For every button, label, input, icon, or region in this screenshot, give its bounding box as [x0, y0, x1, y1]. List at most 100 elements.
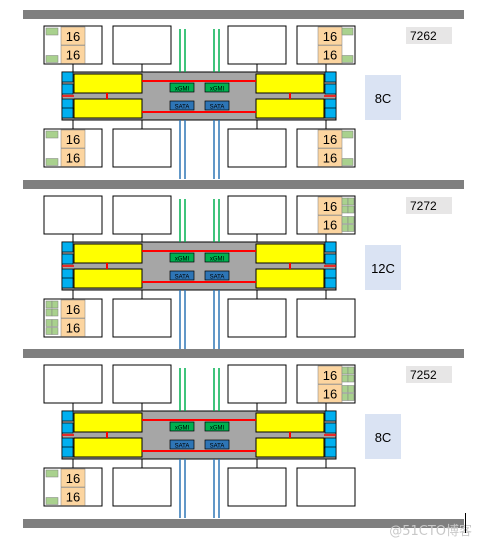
core-cell: [347, 224, 355, 232]
model-label-box: [406, 27, 452, 44]
cpu-quadrant: [255, 73, 325, 94]
sata-label: SATA: [210, 105, 225, 111]
cpu-quadrant: [255, 412, 325, 433]
core-cell: [341, 158, 354, 166]
io-port: [61, 410, 74, 422]
ccd-tile: [60, 468, 86, 488]
ccd-tile: [317, 148, 343, 167]
cpu-quadrant: [73, 243, 143, 264]
io-port: [61, 107, 74, 119]
memory-block: [43, 364, 103, 404]
memory-slot-box: [227, 364, 287, 404]
io-port: [61, 277, 74, 289]
ccd-label: 16: [66, 302, 80, 317]
model-label: 7252: [410, 368, 437, 382]
memory-block: [296, 467, 356, 507]
ccd-label: 16: [66, 490, 80, 505]
io-port: [61, 422, 74, 434]
core-cell: [51, 319, 59, 327]
ccd-label: 16: [323, 29, 337, 44]
core-cell: [347, 366, 355, 375]
memory-slot-box: [227, 195, 287, 235]
model-label-box: [406, 197, 452, 214]
ccd-label: 16: [323, 387, 337, 402]
io-port: [324, 107, 337, 119]
xgmi-port: [169, 252, 195, 263]
core-cell: [51, 308, 59, 317]
core-cell: [347, 374, 355, 383]
cpu-quadrant: [73, 412, 143, 433]
sata-port: [204, 100, 230, 111]
sata-label: SATA: [175, 105, 190, 111]
io-port: [324, 268, 337, 280]
separator-bar: [23, 180, 464, 189]
core-cell: [347, 385, 355, 393]
ccd-tile: [60, 487, 86, 506]
memory-slot-box: [112, 298, 172, 338]
core-cell: [341, 197, 349, 206]
io-port: [61, 98, 74, 110]
core-cell: [341, 205, 349, 214]
io-port: [324, 410, 337, 422]
io-port: [61, 253, 74, 265]
core-count-box: [365, 414, 401, 459]
core-cell: [341, 366, 349, 375]
memory-slot-box: [112, 25, 172, 65]
ccd-label: 16: [323, 151, 337, 166]
io-port: [61, 241, 74, 253]
cpu-quadrant: [255, 437, 325, 458]
memory-slot-box: [43, 195, 103, 235]
ccd-label: 16: [323, 132, 337, 147]
ccd-label: 16: [66, 471, 80, 486]
core-cell: [51, 300, 59, 309]
memory-slot-box: [112, 467, 172, 507]
sata-port: [204, 270, 230, 281]
core-cell: [341, 374, 349, 383]
core-cell: [45, 327, 53, 335]
io-port: [61, 268, 74, 280]
io-port: [61, 83, 74, 95]
ccd-label: 16: [323, 48, 337, 63]
memory-slot-box: [112, 195, 172, 235]
sata-label: SATA: [210, 444, 225, 450]
separator-bar: [23, 519, 464, 528]
xgmi-port: [204, 421, 230, 432]
memory-slot-box: [227, 298, 287, 338]
model-label: 7272: [410, 199, 437, 213]
core-count-label: 8C: [375, 430, 392, 445]
io-port: [324, 437, 337, 449]
core-cell: [51, 327, 59, 335]
core-cell: [45, 308, 53, 317]
core-cell: [347, 393, 355, 401]
watermark: @51CTO博客: [389, 524, 472, 539]
xgmi-label: xGMI: [210, 257, 225, 263]
sata-port: [169, 100, 195, 111]
memory-slot-box: [112, 364, 172, 404]
ccd-label: 16: [323, 199, 337, 214]
io-port: [61, 71, 74, 83]
memory-block: [296, 298, 356, 338]
ccd-label: 16: [323, 368, 337, 383]
core-cell: [45, 158, 59, 166]
sata-port: [204, 439, 230, 450]
ccd-tile: [317, 129, 343, 149]
ccd-label: 16: [66, 321, 80, 336]
memory-slot-box: [227, 467, 287, 507]
core-cell: [341, 385, 349, 393]
cpu-quadrant: [73, 98, 143, 119]
cpu-quadrant: [73, 73, 143, 94]
core-cell: [45, 497, 59, 505]
memory-slot-box: [227, 25, 287, 65]
separator-bar: [23, 10, 464, 19]
io-port: [324, 422, 337, 434]
io-port: [324, 241, 337, 253]
cpu-quadrant: [255, 268, 325, 289]
